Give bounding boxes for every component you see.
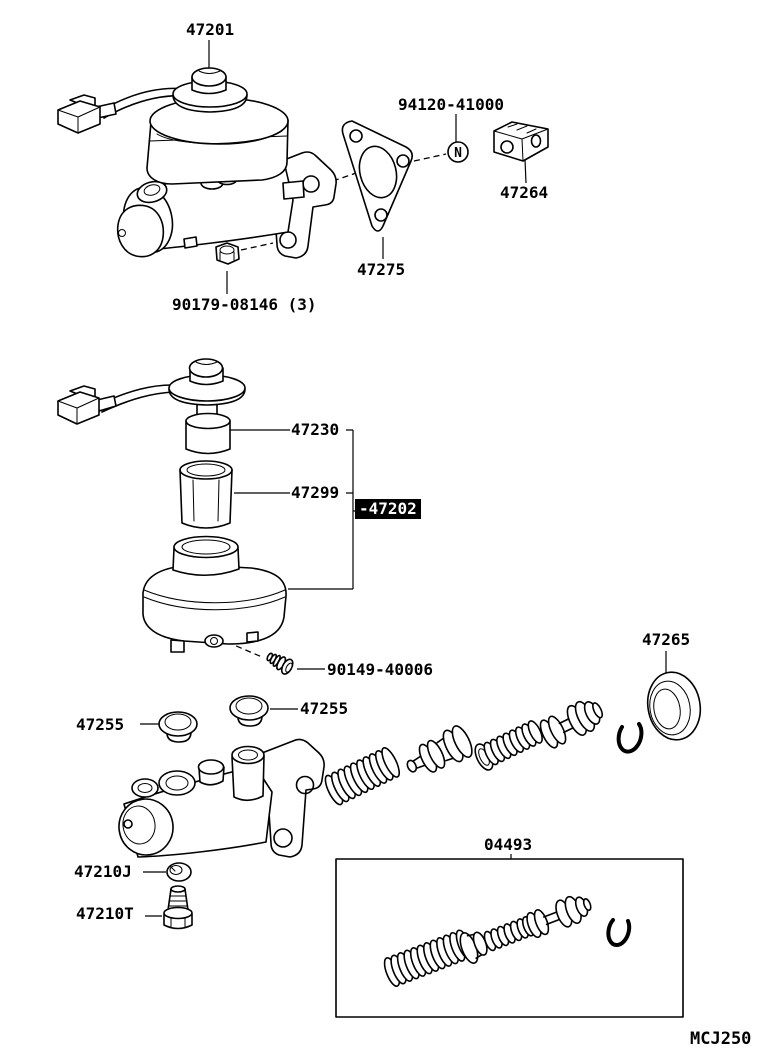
fluid-level-connector <box>57 94 101 134</box>
part-label-47202-highlighted: -47202 <box>355 499 421 519</box>
union-block <box>493 121 549 162</box>
part-label-47255-right: 47255 <box>300 699 349 718</box>
reservoir-cap <box>172 67 248 113</box>
fitting-screw <box>266 652 294 675</box>
primary-piston <box>406 725 473 773</box>
reservoir-assembly-exploded <box>57 358 287 653</box>
float-47230 <box>185 412 231 455</box>
strainer-47299 <box>179 460 233 529</box>
part-label-90179-08146: 90179-08146 (3) <box>172 295 317 314</box>
washer-47210J <box>166 862 192 882</box>
part-label-47210T: 47210T <box>76 904 134 923</box>
cylinder-boot <box>646 671 702 741</box>
part-label-47264: 47264 <box>500 183 549 202</box>
part-label-47299: 47299 <box>291 483 340 502</box>
part-label-47230: 47230 <box>291 420 340 439</box>
master-cylinder-assembly-top <box>57 67 337 265</box>
piston-spring-set <box>324 700 644 806</box>
gasket <box>341 120 413 232</box>
bolt-47210T <box>163 885 193 930</box>
part-label-47210J: 47210J <box>74 862 132 881</box>
reservoir-tank-47202 <box>142 535 287 653</box>
leader-lines <box>140 40 667 917</box>
secondary-spring <box>474 720 543 771</box>
reservoir-grommet-left <box>158 711 198 743</box>
kit-piston <box>526 895 592 939</box>
mounting-nut <box>215 242 240 265</box>
part-label-47265: 47265 <box>642 630 691 649</box>
part-label-47255-left: 47255 <box>76 715 125 734</box>
standard-part-marker: N <box>447 141 469 163</box>
return-spring <box>324 747 401 806</box>
part-label-47201: 47201 <box>186 20 235 39</box>
diagram-code: MCJ250 <box>690 1029 752 1049</box>
repair-kit-box <box>335 858 684 1018</box>
secondary-piston <box>539 700 604 749</box>
snap-ring <box>616 722 644 754</box>
part-label-94120-41000: 94120-41000 <box>398 95 504 114</box>
part-label-90149-40006: 90149-40006 <box>327 660 433 679</box>
part-label-04493: 04493 <box>484 835 533 854</box>
n-marker-letter: N <box>454 146 462 161</box>
reservoir-grommet-right <box>229 695 269 727</box>
fluid-level-connector-2 <box>57 385 100 425</box>
part-label-47275: 47275 <box>357 260 406 279</box>
kit-snap-ring <box>606 918 632 948</box>
master-cylinder-body-lower <box>118 738 325 858</box>
